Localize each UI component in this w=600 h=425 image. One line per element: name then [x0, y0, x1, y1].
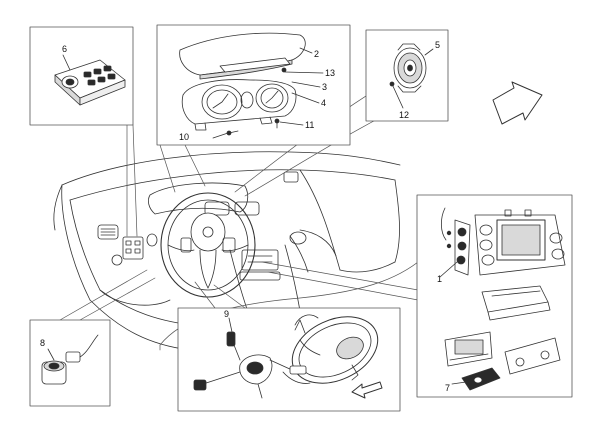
steering-wheel [160, 192, 256, 298]
callout-7: 7 [445, 383, 450, 393]
callout-2: 2 [314, 49, 319, 59]
inset-box-infotainment [416, 194, 573, 398]
callout-3: 3 [322, 82, 327, 92]
callout-13: 13 [325, 68, 335, 78]
inset-box-speaker [365, 29, 449, 122]
callout-9: 9 [224, 309, 229, 319]
callout-12: 12 [399, 110, 409, 120]
inset-box-instrument-cluster [156, 24, 351, 146]
callout-6: 6 [62, 44, 67, 54]
callout-11: 11 [305, 120, 314, 130]
callout-labels: 1 2 3 4 5 6 7 8 9 10 11 12 13 [40, 40, 450, 393]
dashboard-outline [53, 151, 401, 351]
direction-arrow-icon [492, 81, 543, 125]
callout-8: 8 [40, 338, 45, 348]
callout-5: 5 [435, 40, 440, 50]
inset-box-light-switch [29, 319, 111, 407]
callout-4: 4 [321, 98, 326, 108]
callout-1: 1 [437, 274, 442, 284]
callout-10: 10 [179, 132, 189, 142]
inset-box-switch-panel [29, 26, 134, 126]
inset-box-steering-column [177, 307, 401, 412]
